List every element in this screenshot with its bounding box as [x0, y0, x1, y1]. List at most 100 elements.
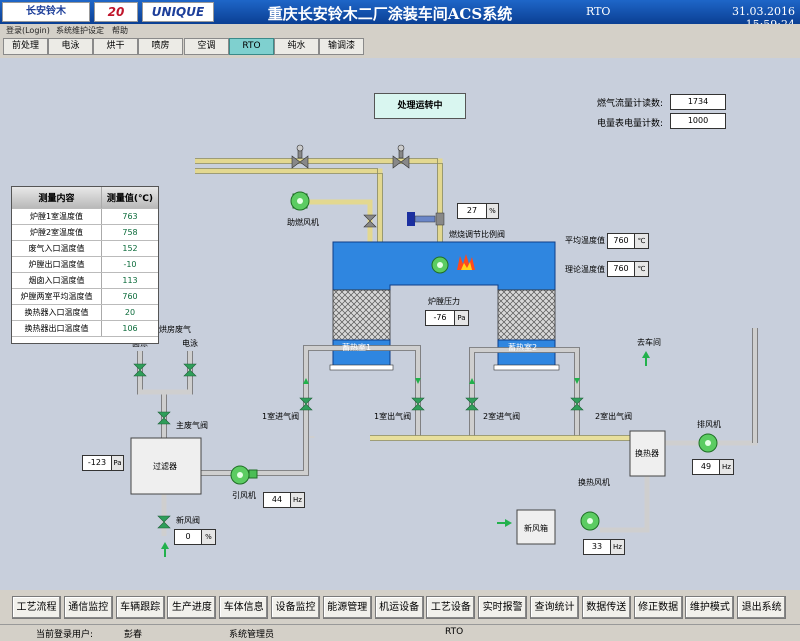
table-row: 换热器入口温度值 20	[12, 305, 158, 321]
nav-button-0[interactable]: 工艺流程	[12, 596, 61, 619]
nav-button-9[interactable]: 实时报警	[478, 596, 528, 619]
chamber-1-label: 蓄热室1	[342, 343, 372, 352]
user-role: 系统管理员	[229, 630, 275, 640]
title-bar: 长安铃木 20 UNIQUE 重庆长安铃木二厂涂装车间ACS系统 RTO 31.…	[0, 0, 800, 31]
fresh-valve-unit: %	[202, 529, 216, 545]
nav-button-1[interactable]: 通信监控	[63, 596, 113, 619]
theory-temp-unit: ℃	[635, 261, 649, 277]
burner-valve-label: 燃烧调节比例阀	[449, 230, 505, 239]
exhaust-fan-value: 49	[692, 459, 720, 475]
power-meter-label: 电量表电量计数:	[597, 119, 664, 129]
nav-button-5[interactable]: 设备监控	[271, 596, 320, 619]
chamber-2-label: 蓄热室2	[508, 343, 538, 352]
exhaust-fan-label: 排风机	[697, 420, 721, 429]
menu-help[interactable]: 帮助	[112, 26, 128, 35]
menu-bar: 登录(Login) 系统维护设定 帮助	[0, 24, 800, 38]
nav-button-3[interactable]: 生产进度	[167, 596, 217, 619]
measurement-label: 烟囱入口温度值	[12, 273, 102, 288]
main-valve-label: 主废气阀	[176, 421, 208, 430]
heat-exchanger-fan-label: 换热风机	[578, 478, 610, 487]
nav-button-11[interactable]: 数据传送	[581, 596, 631, 619]
current-user-name: 彭春	[124, 630, 143, 640]
bottom-nav: 工艺流程通信监控车辆跟踪生产进度车体信息设备监控能源管理机运设备工艺设备实时报警…	[0, 590, 800, 624]
nav-button-12[interactable]: 修正数据	[633, 596, 683, 619]
furnace-pressure-unit: Pa	[455, 310, 469, 326]
outlet-valve-1-label: 1室出气阀	[374, 412, 412, 421]
gas-meter-label: 燃气流量计读数:	[597, 99, 664, 109]
tab-2[interactable]: 烘干	[93, 38, 138, 55]
nav-button-13[interactable]: 维护模式	[685, 596, 735, 619]
measurement-value: 763	[122, 212, 138, 221]
avg-temp-value: 760	[607, 233, 635, 249]
header-item: 测量内容	[12, 187, 102, 208]
burner-valve-unit: %	[487, 203, 499, 219]
source-ed-label: 电泳	[182, 339, 198, 348]
outlet-valve-2-label: 2室出气阀	[595, 412, 633, 421]
fresh-valve-value: 0	[174, 529, 202, 545]
status-bar: 当前登录用户: 彭春 系统管理员 RTO	[0, 624, 800, 641]
process-diagram	[130, 144, 758, 557]
induced-fan-icon	[230, 465, 258, 485]
measurement-value: -10	[123, 260, 137, 269]
measurement-label: 炉膛两室平均温度值	[12, 289, 102, 304]
gas-valve-2	[392, 144, 410, 169]
tab-0[interactable]: 前处理	[3, 38, 48, 55]
avg-temp-label: 平均温度值	[565, 236, 605, 245]
measurement-label: 换热器入口温度值	[12, 305, 102, 320]
gas-valve-1	[291, 144, 309, 169]
process-diagram-area: 处理运转中 燃气流量计读数: 1734 电量表电量计数: 1000 27 % 燃…	[0, 58, 800, 590]
avg-temp-unit: ℃	[635, 233, 649, 249]
tab-3[interactable]: 喷房	[138, 38, 183, 55]
table-row: 炉膛出口温度值-10	[12, 257, 158, 273]
nav-button-2[interactable]: 车辆跟踪	[115, 596, 165, 619]
measurement-label: 炉膛1室温度值	[12, 209, 102, 224]
filter-pressure-value: -123	[82, 455, 112, 471]
burner-fan-icon	[431, 256, 449, 274]
measurement-value: 20	[124, 308, 136, 317]
to-workshop-label: 去车间	[637, 338, 661, 347]
nav-button-10[interactable]: 查询统计	[530, 596, 579, 619]
measurement-table-header: 测量内容 测量值(℃)	[12, 187, 158, 209]
theory-temp-value: 760	[607, 261, 635, 277]
nav-button-7[interactable]: 机运设备	[374, 596, 424, 619]
source-label: 来自烘房废气	[143, 325, 191, 334]
combustion-fan-icon	[290, 191, 310, 211]
heat-exchanger-label: 换热器	[635, 449, 659, 458]
anniversary-logo: 20	[94, 2, 138, 22]
flame-icon	[457, 254, 475, 270]
hx-fan-value: 33	[583, 539, 611, 555]
page-title: 重庆长安铃木二厂涂装车间ACS系统	[267, 5, 513, 23]
gas-meter-value: 1734	[670, 94, 726, 110]
exhaust-fan-icon	[698, 433, 718, 453]
nav-button-14[interactable]: 退出系统	[737, 596, 787, 619]
tab-6[interactable]: 纯水	[274, 38, 319, 55]
filter-pressure-unit: Pa	[112, 455, 124, 471]
flow-arrow-icons	[161, 351, 650, 557]
nav-button-8[interactable]: 工艺设备	[426, 596, 476, 619]
measurement-value: 152	[122, 244, 138, 253]
menu-maintenance[interactable]: 系统维护设定	[56, 26, 104, 35]
tab-1[interactable]: 电泳	[48, 38, 93, 55]
induced-fan-value: 44	[263, 492, 291, 508]
table-row: 烟囱入口温度值 113	[12, 273, 158, 289]
nav-button-4[interactable]: 车体信息	[219, 596, 269, 619]
tab-7[interactable]: 输调漆	[319, 38, 364, 55]
valve-icons	[133, 363, 584, 529]
tab-4[interactable]: 空调	[184, 38, 229, 55]
inlet-valve-2-label: 2室进气阀	[483, 412, 521, 421]
measurement-value: 758	[122, 228, 138, 237]
header-value: 测量值(℃)	[106, 194, 154, 204]
unique-logo: UNIQUE	[142, 2, 214, 22]
menu-login[interactable]: 登录(Login)	[6, 26, 50, 35]
measurement-value: 113	[122, 276, 138, 285]
nav-button-6[interactable]: 能源管理	[322, 596, 372, 619]
tab-5[interactable]: RTO	[229, 38, 274, 55]
hx-fan-unit: Hz	[611, 539, 625, 555]
mode-label: RTO	[586, 5, 611, 18]
heat-exchanger-fan-icon	[580, 511, 600, 531]
